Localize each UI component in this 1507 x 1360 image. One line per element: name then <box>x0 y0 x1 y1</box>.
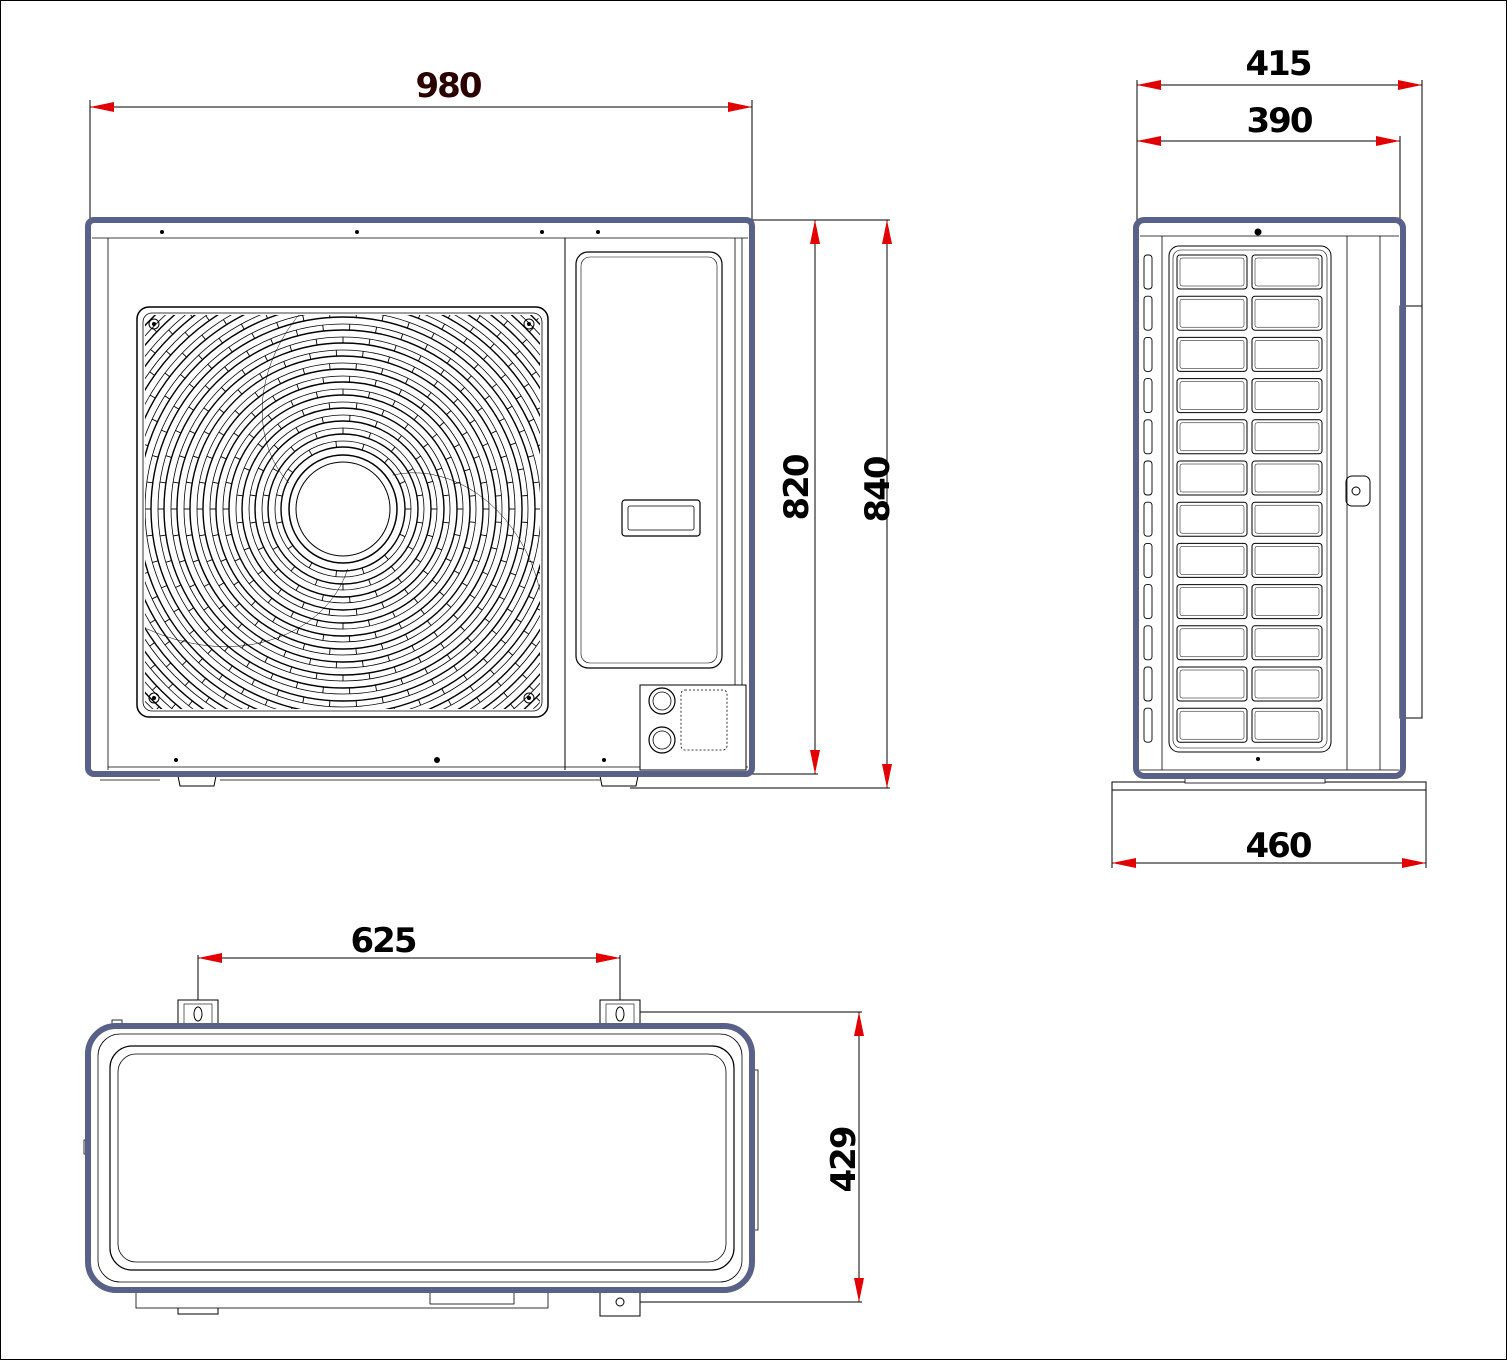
bottom-panel <box>109 1045 735 1271</box>
dim-label-front-height-total: 840 <box>858 456 898 522</box>
dim-label-front-width: 980 <box>416 66 482 106</box>
front-view: 980 820 840 <box>85 66 898 789</box>
dim-label-foot-span: 429 <box>824 1127 864 1192</box>
mount-foot-top-right <box>599 999 641 1027</box>
panel-handle <box>621 499 701 537</box>
dim-label-side-depth-total: 415 <box>1246 44 1311 84</box>
side-view: 415 390 460 <box>1111 44 1427 868</box>
side-casing <box>1133 217 1406 779</box>
dim-label-front-height-body: 820 <box>777 454 817 520</box>
dim-label-mount-spacing: 625 <box>351 921 416 961</box>
service-panel <box>575 251 723 669</box>
side-louvres <box>1176 254 1323 743</box>
side-slots <box>1143 254 1153 743</box>
bottom-view: 625 429 <box>83 921 864 1317</box>
fan-grille <box>145 315 540 709</box>
mount-foot-bottom-right <box>599 1289 641 1317</box>
dim-label-side-base: 460 <box>1246 826 1312 866</box>
dim-label-side-depth-body: 390 <box>1247 101 1313 141</box>
mount-foot-top-left <box>177 999 219 1027</box>
